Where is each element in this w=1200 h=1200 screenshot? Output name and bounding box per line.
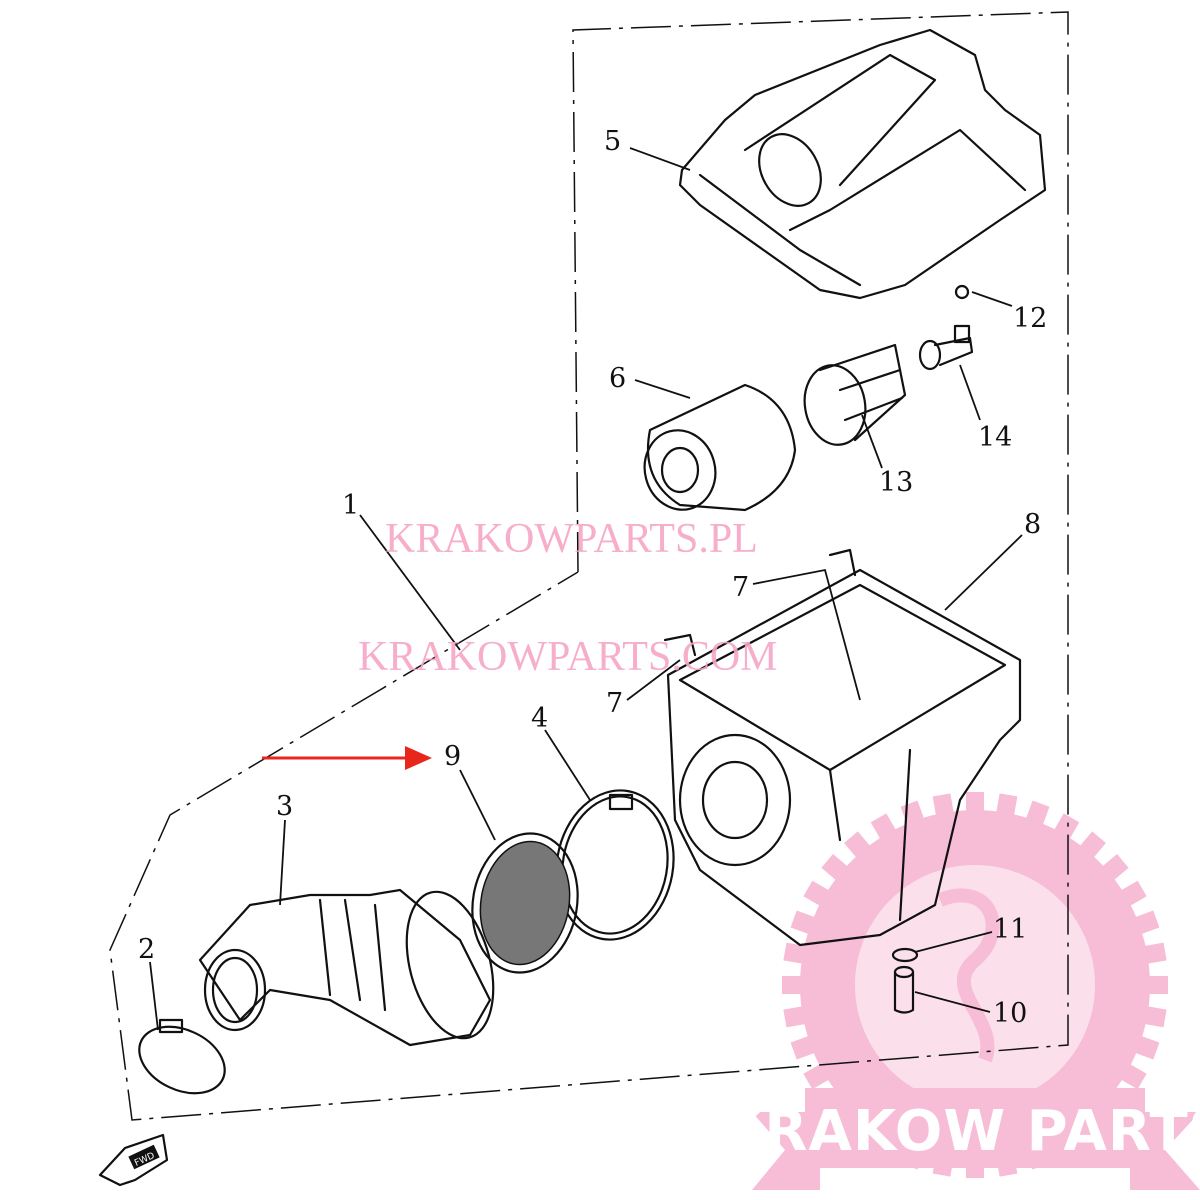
callout-3: 3 xyxy=(276,791,293,822)
gear-tooth xyxy=(1139,1005,1167,1028)
part-11-grommet xyxy=(891,947,919,963)
gear-tooth xyxy=(1076,831,1106,862)
gear-tooth xyxy=(1144,976,1168,994)
callout-12: 12 xyxy=(1013,303,1047,334)
gear-tooth xyxy=(870,813,899,844)
gear-tooth xyxy=(1098,854,1129,884)
assembly-boundary xyxy=(109,11,1069,1121)
krakow-parts-logo: KRAKOW PARTS xyxy=(720,792,1200,1190)
gear-tooth xyxy=(844,831,874,862)
part-8-air-box-case xyxy=(663,548,1022,947)
part-5-air-box-cover xyxy=(678,28,1047,300)
gear-tooth xyxy=(1139,942,1167,965)
forward-direction-arrow-icon: FWD xyxy=(98,1133,169,1187)
callouts: 5 12 6 14 13 1 8 7 7 4 9 3 2 11 10 xyxy=(138,126,1047,1029)
part-3-intake-duct xyxy=(198,888,495,1047)
gear-tooth xyxy=(790,1034,820,1060)
highlight-arrow-icon xyxy=(262,746,432,770)
gear-hub xyxy=(855,865,1095,1105)
callout-6: 6 xyxy=(609,363,626,394)
gear-tooth xyxy=(1116,1061,1147,1090)
callout-14: 14 xyxy=(978,422,1012,453)
part-10-pipe xyxy=(893,965,915,1014)
gear-tooth xyxy=(966,792,984,816)
dragon-emblem-icon xyxy=(937,888,1000,1063)
callout-4: 4 xyxy=(531,703,548,734)
gear-tooth xyxy=(803,880,834,909)
callout-7-upper: 7 xyxy=(732,572,749,603)
watermark-pl: KRAKOWPARTS.PL xyxy=(385,516,758,562)
gear-tooth xyxy=(1130,910,1160,936)
watermark-com: KRAKOWPARTS.COM xyxy=(358,634,778,680)
gear-tooth xyxy=(782,976,806,994)
logo-banner xyxy=(805,1088,1145,1168)
gear-tooth xyxy=(1024,800,1050,830)
part-9-mesh-screen xyxy=(471,832,579,974)
callout-11: 11 xyxy=(993,914,1027,945)
gear-tooth xyxy=(1116,880,1147,909)
gear-tooth xyxy=(995,793,1018,821)
banner-left-tail xyxy=(752,1112,820,1190)
part-12-screw xyxy=(953,284,971,344)
callout-10: 10 xyxy=(993,998,1027,1029)
logo-text: KRAKOW PARTS xyxy=(720,1099,1200,1164)
gear-tooth xyxy=(1051,813,1080,844)
callout-7-lower: 7 xyxy=(606,688,623,719)
callout-5: 5 xyxy=(604,126,621,157)
part-4-hose-clamp xyxy=(555,789,675,941)
callout-13: 13 xyxy=(879,467,913,498)
callout-2: 2 xyxy=(138,934,155,965)
callout-9: 9 xyxy=(444,741,461,772)
gear-tooth xyxy=(932,793,955,821)
part-6-air-filter-element xyxy=(643,383,797,512)
gear-tooth xyxy=(821,854,852,884)
part-13-filter-cage xyxy=(803,343,907,446)
gear-tooth xyxy=(783,1005,811,1028)
callout-8: 8 xyxy=(1024,509,1041,540)
banner-right-tail xyxy=(1130,1112,1200,1190)
leader-lines xyxy=(149,147,1023,1031)
part-2-hose-clamp xyxy=(138,1018,226,1095)
gear-tooth xyxy=(783,942,811,965)
callout-1: 1 xyxy=(342,490,359,521)
part-14-wing-nut xyxy=(918,336,974,371)
gear-tooth xyxy=(790,910,820,936)
gear-tooth xyxy=(1130,1034,1160,1060)
gear-tooth xyxy=(803,1061,834,1090)
